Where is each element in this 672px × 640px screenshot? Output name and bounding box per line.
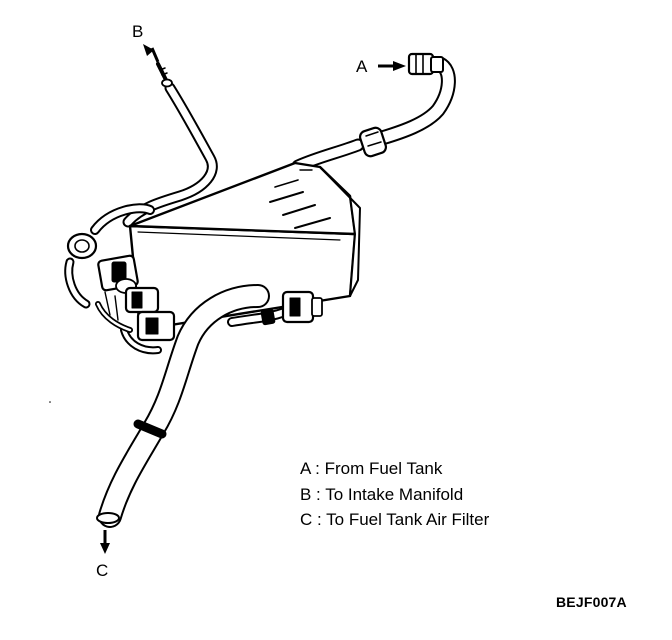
arrow-a [378,61,406,71]
fitting-a [407,52,444,76]
legend-item-a: A : From Fuel Tank [300,459,443,478]
hose-coupler [358,126,388,158]
arrow-c [100,530,110,554]
arrow-b [143,44,160,63]
callout-b: B [132,22,144,41]
hose-to-air-filter [96,284,270,528]
hose-end-c [96,512,120,524]
legend-item-b: B : To Intake Manifold [300,484,464,504]
purge-valve-cluster [64,203,176,355]
callout-a: A [356,57,368,76]
figure-code: BEJF007A [556,594,627,610]
hose-from-fuel-tank [291,56,456,173]
legend-item-c: C : To Fuel Tank Air Filter [300,510,490,529]
callout-c: C [96,561,109,580]
legend: A : From Fuel Tank B : To Intake Manifol… [300,456,489,533]
hose-clamp [133,419,167,439]
hose-connector-right [227,290,323,327]
